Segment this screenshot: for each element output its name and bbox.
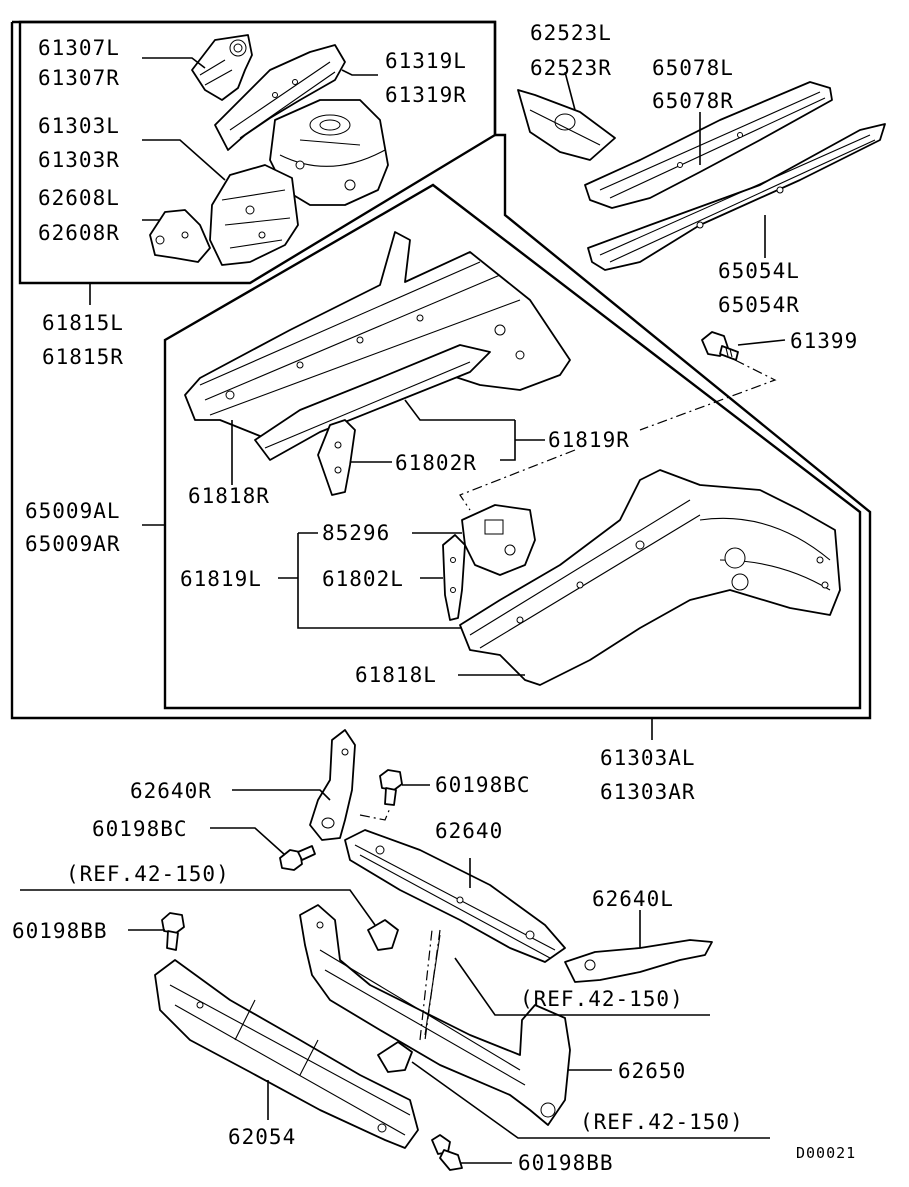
subassembly-box-61303a [163,183,862,710]
part-61319-panel [214,44,346,151]
label-60198bc-top: 60198BC [435,773,531,797]
label-65009ar: 65009AR [25,532,121,556]
label-61815l: 61815L [42,311,124,335]
label-61303ar: 61303AR [600,780,696,804]
part-62640l-bracket [564,939,713,983]
label-62054: 62054 [228,1125,296,1149]
label-61815r: 61815R [42,345,124,369]
label-60198bc-left: 60198BC [92,817,188,841]
part-61303-apron [209,164,299,266]
label-60198bb-bottom: 60198BB [518,1151,614,1175]
label-61802r: 61802R [395,451,477,475]
part-62608-bracket [149,209,211,263]
part-62650-support [299,904,571,1126]
label-62650: 62650 [618,1059,686,1083]
part-62640-bar [344,829,566,963]
label-60198bb-left: 60198BB [12,919,108,943]
clip-ref-bottom [377,1041,413,1073]
part-65078-rail [584,81,833,209]
label-65054l: 65054L [718,259,800,283]
part-65054-rail [587,123,886,271]
label-61399: 61399 [790,329,858,353]
label-61819l: 61819L [180,567,262,591]
label-61303al: 61303AL [600,746,696,770]
label-62608l: 62608L [38,186,120,210]
label-ref-1: (REF.42-150) [66,862,230,886]
label-62640: 62640 [435,819,503,843]
part-61802l-bracket [442,534,466,621]
part-strut-tower [269,99,389,206]
label-ref-3: (REF.42-150) [580,1110,744,1134]
diagram-id: D00021 [796,1144,856,1162]
part-61307-bracket [191,34,253,101]
part-85296-mount [461,504,536,576]
label-61307l: 61307L [38,36,120,60]
label-65078l: 65078L [652,56,734,80]
label-61819r: 61819R [548,428,630,452]
label-61802l: 61802L [322,567,404,591]
subassembly-box-61815 [18,20,497,285]
bolt-60198bb-bottom [431,1134,463,1171]
label-62523r: 62523R [530,56,612,80]
part-61818l-side-member [459,469,841,686]
label-65009al: 65009AL [25,499,121,523]
bolt-60198bc-top [379,769,403,806]
label-61303l: 61303L [38,114,120,138]
label-61319l: 61319L [385,49,467,73]
bolt-60198bb-left [161,912,185,951]
label-61307r: 61307R [38,66,120,90]
bolt-61399 [701,331,739,361]
clip-ref-top [367,919,399,951]
label-62608r: 62608R [38,221,120,245]
label-61818l: 61818L [355,663,437,687]
label-62640l: 62640L [592,887,674,911]
part-62054-reinforcement [154,959,419,1149]
label-65054r: 65054R [718,293,800,317]
label-65078r: 65078R [652,89,734,113]
part-61802r-bracket [317,419,356,496]
label-62523l: 62523L [530,21,612,45]
label-61319r: 61319R [385,83,467,107]
dash-dot-connectors [359,359,777,1041]
label-61818r: 61818R [188,484,270,508]
bolt-60198bc-left [279,845,316,871]
leader-lines [20,57,786,1164]
label-62640r: 62640R [130,779,212,803]
label-ref-2: (REF.42-150) [520,987,684,1011]
part-62640r-bracket [309,729,356,841]
part-62523-bracket [517,89,616,161]
label-61303r: 61303R [38,148,120,172]
part-61819r-member [254,344,491,461]
label-85296: 85296 [322,521,390,545]
